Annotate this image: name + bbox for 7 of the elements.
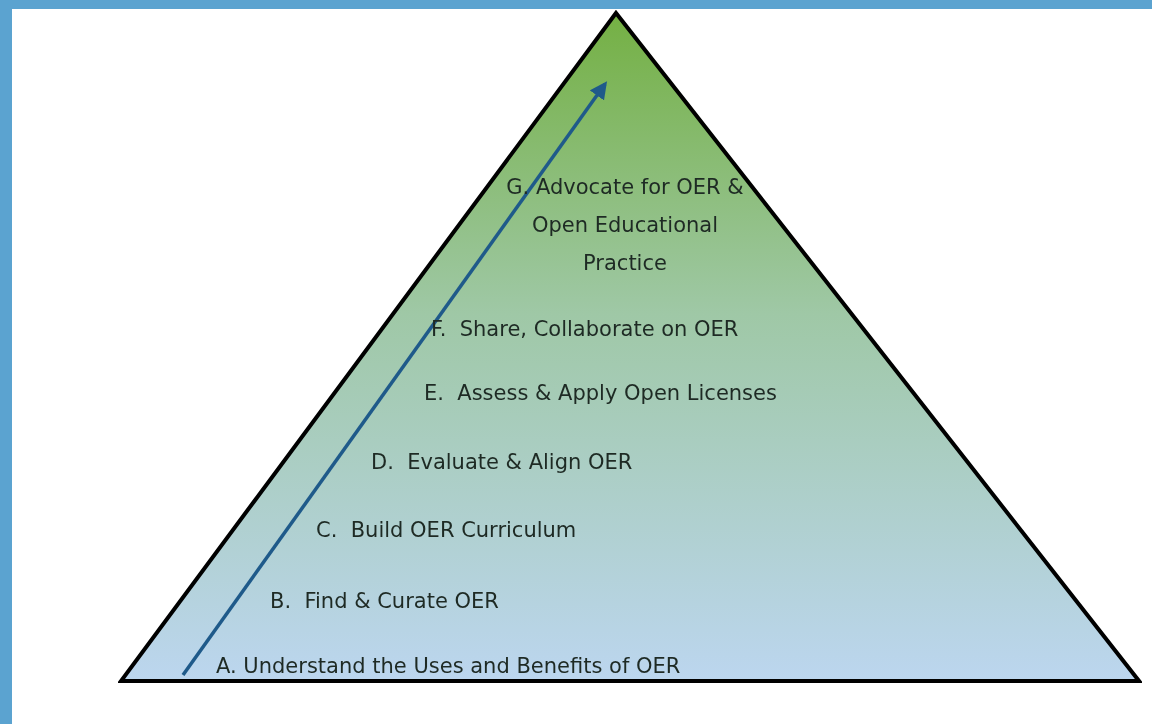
level-label: E. Assess & Apply Open Licenses — [424, 380, 777, 407]
level-label: G. Advocate for OER & Open Educational Practice — [505, 174, 745, 277]
level-label: A. Understand the Uses and Benefits of OER — [216, 653, 681, 680]
level-label: C. Build OER Curriculum — [316, 517, 577, 544]
level-label: D. Evaluate & Align OER — [371, 449, 633, 476]
level-label: B. Find & Curate OER — [270, 588, 499, 615]
level-label: F. Share, Collaborate on OER — [431, 316, 739, 343]
